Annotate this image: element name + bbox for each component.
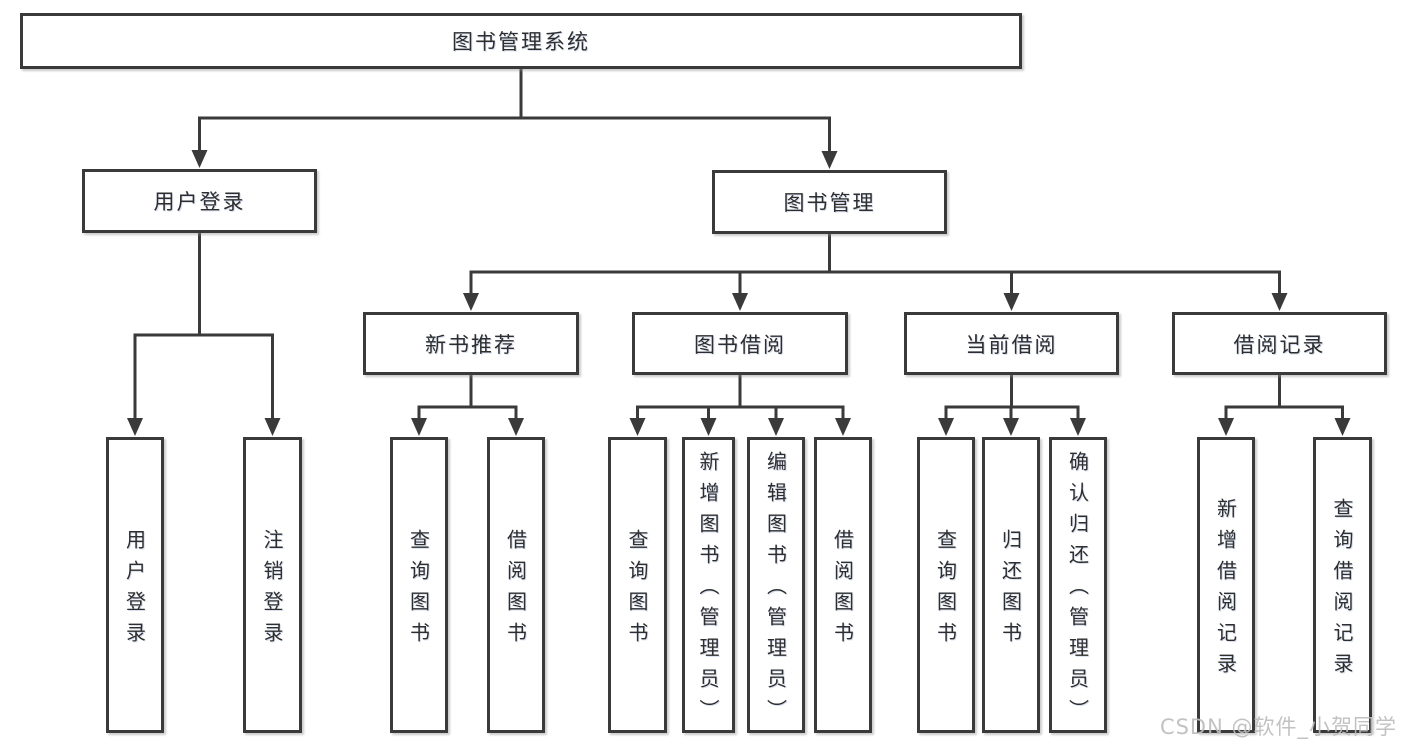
node-label-new-book-rec: 新书推荐 [425, 332, 517, 357]
diagram-node-leaf-borrow-book-2: 借阅图书 [814, 437, 872, 733]
node-label-root: 图书管理系统 [452, 30, 590, 54]
arrowhead-icon [127, 418, 143, 436]
edge-group-user-login [127, 231, 281, 436]
diagram-node-root: 图书管理系统 [20, 13, 1022, 69]
arrowhead-icon [732, 293, 748, 311]
node-label-leaf-query-book-1: 查询图书 [406, 528, 431, 653]
diagram-node-leaf-logout: 注销登录 [243, 437, 302, 733]
diagram-node-leaf-query-book-2: 查询图书 [608, 437, 667, 733]
node-label-leaf-add-book: 新增图书（管理员） [696, 451, 720, 730]
arrowhead-icon [821, 151, 838, 169]
arrowhead-icon [1003, 293, 1020, 311]
arrowhead-icon [1070, 418, 1086, 436]
arrowhead-icon [264, 418, 281, 436]
edge-group-book-borrow [629, 373, 851, 436]
node-label-leaf-query-book-3: 查询图书 [933, 528, 958, 653]
node-label-current-borrow: 当前借阅 [965, 332, 1058, 357]
watermark-text: CSDN @软件_小贺同学 [1159, 715, 1397, 739]
diagram-node-leaf-return-book: 归还图书 [982, 437, 1040, 733]
diagram-node-leaf-user-login: 用户登录 [106, 437, 164, 733]
diagram-node-book-borrow: 图书借阅 [632, 312, 848, 375]
arrowhead-icon [835, 418, 851, 436]
node-label-leaf-borrow-book-2: 借阅图书 [830, 528, 855, 653]
node-label-leaf-add-borrow-rec: 新增借阅记录 [1213, 497, 1238, 684]
diagram-node-leaf-add-book: 新增图书（管理员） [682, 437, 735, 733]
diagram-node-new-book-rec: 新书推荐 [363, 312, 579, 375]
diagram-node-leaf-query-book-3: 查询图书 [917, 437, 975, 733]
arrowhead-icon [1003, 418, 1019, 436]
node-label-leaf-borrow-book-1: 借阅图书 [503, 528, 528, 653]
arrowhead-icon [508, 418, 524, 436]
arrowhead-icon [191, 150, 208, 168]
arrowhead-icon [463, 293, 479, 311]
arrowhead-icon [1271, 293, 1288, 311]
arrowhead-icon [1218, 418, 1234, 436]
node-label-book-mgmt: 图书管理 [783, 191, 876, 215]
node-label-leaf-edit-book: 编辑图书（管理员） [763, 451, 788, 730]
node-label-book-borrow: 图书借阅 [694, 332, 786, 357]
node-label-leaf-user-login: 用户登录 [122, 528, 147, 653]
diagram-node-leaf-confirm-return: 确认归还（管理员） [1049, 437, 1107, 733]
arrowhead-icon [411, 418, 427, 436]
node-label-leaf-logout: 注销登录 [260, 528, 284, 653]
edge-group-current-borrow [938, 373, 1086, 436]
arrowhead-icon [768, 418, 784, 436]
arrowhead-icon [629, 418, 646, 436]
diagram-node-leaf-query-borrow-rec: 查询借阅记录 [1313, 437, 1372, 733]
arrowhead-icon [938, 418, 954, 436]
edge-group-borrow-record [1218, 373, 1351, 436]
edge-group-book-mgmt [463, 232, 1288, 311]
node-label-user-login: 用户登录 [153, 190, 246, 214]
diagram-node-leaf-edit-book: 编辑图书（管理员） [747, 437, 805, 733]
diagram-node-leaf-query-book-1: 查询图书 [390, 437, 448, 733]
node-label-leaf-confirm-return: 确认归还（管理员） [1065, 451, 1090, 730]
node-label-leaf-query-borrow-rec: 查询借阅记录 [1330, 497, 1354, 684]
arrowhead-icon [1334, 418, 1351, 436]
diagram-node-leaf-add-borrow-rec: 新增借阅记录 [1197, 437, 1255, 733]
edge-group-root [191, 67, 838, 169]
node-label-leaf-return-book: 归还图书 [998, 528, 1023, 653]
diagram-node-user-login: 用户登录 [82, 169, 317, 233]
diagram-node-leaf-borrow-book-1: 借阅图书 [487, 437, 545, 733]
node-label-leaf-query-book-2: 查询图书 [625, 528, 649, 653]
diagram-node-book-mgmt: 图书管理 [712, 170, 947, 234]
diagram-node-borrow-record: 借阅记录 [1172, 312, 1387, 375]
node-label-borrow-record: 借阅记录 [1233, 332, 1326, 357]
edge-group-new-book-rec [411, 373, 524, 436]
arrowhead-icon [700, 418, 717, 436]
diagram-node-current-borrow: 当前借阅 [904, 312, 1119, 375]
